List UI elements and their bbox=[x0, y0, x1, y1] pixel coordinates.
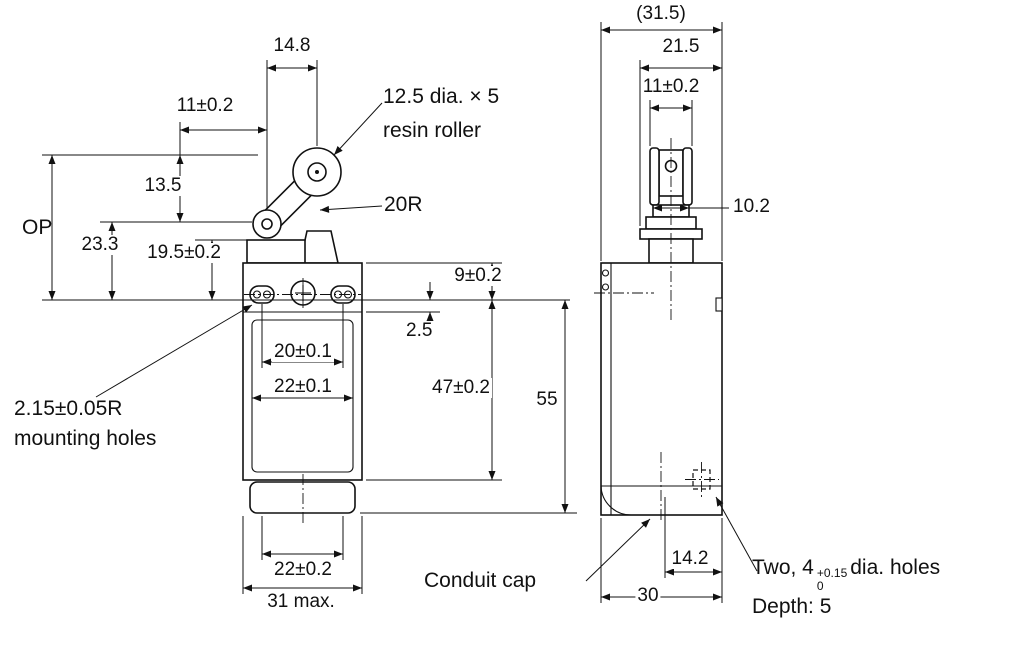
dim-label-30: 30 bbox=[635, 585, 661, 606]
mounting-holes-leader bbox=[95, 304, 253, 398]
dim-label-9: 9±0.2 bbox=[452, 265, 504, 286]
dim-label-19-5: 19.5±0.2 bbox=[145, 242, 223, 263]
side-holes-leader bbox=[715, 496, 758, 572]
dim-label-11-right: 11±0.2 bbox=[642, 76, 700, 97]
conduit-cap-leader bbox=[585, 518, 651, 582]
side-holes-suffix: dia. holes bbox=[850, 556, 941, 579]
dim-label-55: 55 bbox=[534, 389, 560, 410]
extension-lines bbox=[42, 22, 729, 603]
roller-leader bbox=[333, 102, 383, 156]
dim-label-21-5: 21.5 bbox=[662, 36, 700, 57]
dim-label-20: 20±0.1 bbox=[272, 341, 334, 362]
dim-label-14-2: 14.2 bbox=[669, 548, 711, 569]
center-lines bbox=[244, 138, 719, 524]
dim-label-2-5: 2.5 bbox=[404, 320, 435, 341]
dim-label-22-inner: 22±0.1 bbox=[272, 376, 334, 397]
front-view bbox=[242, 147, 363, 514]
dim-label-14-8: 14.8 bbox=[273, 35, 311, 56]
side-holes-depth-label: Depth: 5 bbox=[752, 595, 832, 618]
dim-label-13-5: 13.5 bbox=[142, 175, 184, 196]
leader-lines bbox=[95, 102, 758, 582]
dim-label-47: 47±0.2 bbox=[430, 377, 492, 398]
roller-lever bbox=[252, 147, 342, 239]
dim-label-31-5: (31.5) bbox=[636, 3, 686, 24]
head-front bbox=[246, 239, 306, 264]
conduit-cap-label: Conduit cap bbox=[424, 569, 537, 592]
roller-label-line1: 12.5 dia. × 5 bbox=[383, 85, 500, 108]
fork-plate bbox=[649, 147, 660, 206]
radius-label-20r: 20R bbox=[384, 193, 423, 216]
mounting-label-line2: mounting holes bbox=[14, 427, 157, 450]
mounting-label-line1: 2.15±0.05R bbox=[14, 397, 123, 420]
tolerance-upper: +0.15 bbox=[816, 566, 848, 580]
dim-label-23-3: 23.3 bbox=[79, 234, 121, 255]
tolerance-lower: 0 bbox=[816, 578, 824, 593]
dim-label-11-left: 11±0.2 bbox=[176, 95, 234, 116]
radius-leader bbox=[319, 205, 383, 213]
dim-label-10-2: 10.2 bbox=[733, 196, 770, 217]
op-label: OP bbox=[22, 216, 53, 239]
roller-label-line2: resin roller bbox=[383, 119, 482, 142]
conduit-cap-front bbox=[249, 481, 356, 514]
body-side bbox=[600, 262, 723, 516]
dim-label-31-max: 31 max. bbox=[267, 591, 335, 612]
side-view bbox=[600, 147, 723, 516]
side-holes-prefix: Two, 4 bbox=[752, 556, 814, 579]
dim-label-22-bottom: 22±0.2 bbox=[274, 559, 332, 580]
fork-plate bbox=[682, 147, 693, 206]
